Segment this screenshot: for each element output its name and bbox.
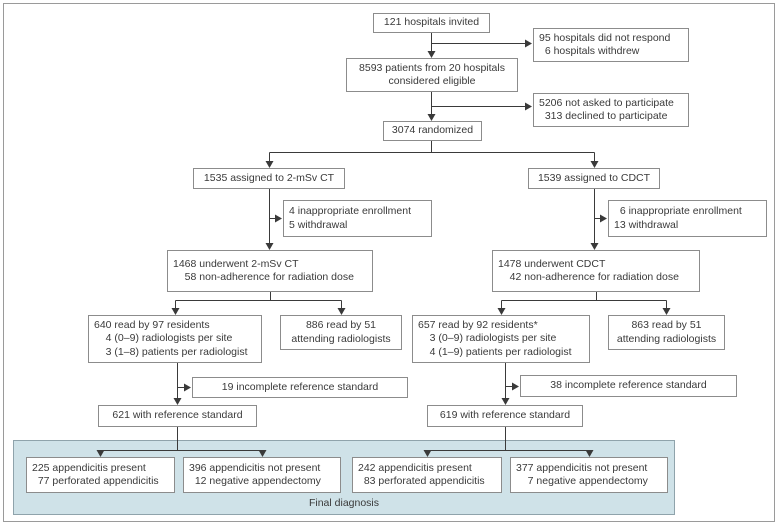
node-attending-cdct: 863 read by 51 attending radiologists [608, 315, 725, 350]
node-line: 19 incomplete reference standard [221, 380, 379, 393]
node-line: 377 appendicitis not present [516, 461, 648, 474]
node-residents-2msv: 640 read by 97 residents 4 (0–9) radiolo… [88, 315, 262, 363]
node-line: 83 perforated appendicitis [358, 475, 485, 487]
node-line: attending radiologists [291, 332, 391, 345]
node-exclusions-cdct: 6 inappropriate enrollment 13 withdrawal [608, 200, 767, 237]
node-line: 58 non-adherence for radiation dose [173, 271, 354, 283]
node-line: 6 inappropriate enrollment [614, 205, 742, 217]
node-line: 8593 patients from 20 hospitals [359, 61, 505, 74]
node-line: 6 hospitals withdrew [539, 45, 640, 57]
node-line: 313 declined to participate [539, 110, 668, 122]
node-line: 3 (1–8) patients per radiologist [94, 345, 248, 358]
node-line: 38 incomplete reference standard [550, 379, 707, 392]
node-line: 640 read by 97 residents [94, 318, 210, 331]
node-line: 1478 underwent CDCT [498, 257, 606, 270]
node-line: 225 appendicitis present [32, 461, 146, 474]
node-underwent-2msv: 1468 underwent 2-mSv CT 58 non-adherence… [167, 250, 373, 292]
node-line: 619 with reference standard [439, 409, 571, 422]
node-line: 13 withdrawal [614, 218, 679, 231]
node-line: 5206 not asked to participate [539, 96, 674, 109]
node-dx-no-appendicitis-cdct: 377 appendicitis not present 7 negative … [510, 457, 668, 493]
node-line: 1539 assigned to CDCT [537, 171, 651, 184]
node-line: 4 inappropriate enrollment [289, 205, 411, 217]
node-ref-standard-cdct: 619 with reference standard [427, 405, 583, 427]
node-line: 242 appendicitis present [358, 461, 472, 474]
node-hospitals-invited: 121 hospitals invited [373, 13, 490, 33]
node-incomplete-ref-cdct: 38 incomplete reference standard [520, 375, 737, 397]
node-line: 3074 randomized [391, 124, 474, 137]
node-residents-cdct: 657 read by 92 residents* 3 (0–9) radiol… [412, 315, 590, 363]
node-line: 3 (0–9) radiologists per site [418, 332, 557, 345]
node-dx-no-appendicitis-2msv: 396 appendicitis not present 12 negative… [183, 457, 341, 493]
node-line: considered eligible [388, 75, 476, 87]
node-dx-appendicitis-2msv: 225 appendicitis present 77 perforated a… [26, 457, 175, 493]
node-line: 4 (0–9) radiologists per site [94, 332, 233, 345]
node-line: attending radiologists [616, 332, 717, 345]
node-line: 4 (1–9) patients per radiologist [418, 345, 572, 358]
figure-border [3, 3, 775, 522]
node-line: 12 negative appendectomy [189, 475, 321, 487]
final-diagnosis-label: Final diagnosis [308, 497, 380, 509]
node-incomplete-ref-2msv: 19 incomplete reference standard [192, 377, 408, 398]
node-attending-2msv: 886 read by 51 attending radiologists [280, 315, 402, 350]
node-line: 886 read by 51 [305, 319, 377, 331]
node-line: 1468 underwent 2-mSv CT [173, 257, 299, 270]
node-hospitals-excluded: 95 hospitals did not respond 6 hospitals… [533, 28, 689, 62]
node-line: 863 read by 51 [631, 319, 702, 331]
node-line: 396 appendicitis not present [189, 461, 321, 474]
node-eligible-patients: 8593 patients from 20 hospitals consider… [346, 58, 518, 92]
node-not-participating: 5206 not asked to participate 313 declin… [533, 93, 689, 127]
node-exclusions-2msv: 4 inappropriate enrollment 5 withdrawal [283, 200, 432, 237]
node-line: 621 with reference standard [112, 409, 243, 422]
node-line: 657 read by 92 residents* [418, 318, 538, 331]
node-line: 42 non-adherence for radiation dose [498, 271, 679, 283]
node-arm-cdct: 1539 assigned to CDCT [528, 168, 660, 189]
node-dx-appendicitis-cdct: 242 appendicitis present 83 perforated a… [352, 457, 502, 493]
node-underwent-cdct: 1478 underwent CDCT 42 non-adherence for… [492, 250, 700, 292]
node-line: 7 negative appendectomy [516, 475, 648, 487]
node-line: 95 hospitals did not respond [539, 31, 671, 44]
node-line: 77 perforated appendicitis [32, 475, 159, 487]
node-ref-standard-2msv: 621 with reference standard [98, 405, 257, 427]
node-line: 1535 assigned to 2-mSv CT [203, 171, 335, 184]
node-randomized: 3074 randomized [383, 121, 482, 141]
node-line: 121 hospitals invited [383, 16, 480, 29]
node-arm-2msv-ct: 1535 assigned to 2-mSv CT [193, 168, 345, 189]
node-line: 5 withdrawal [289, 218, 348, 231]
